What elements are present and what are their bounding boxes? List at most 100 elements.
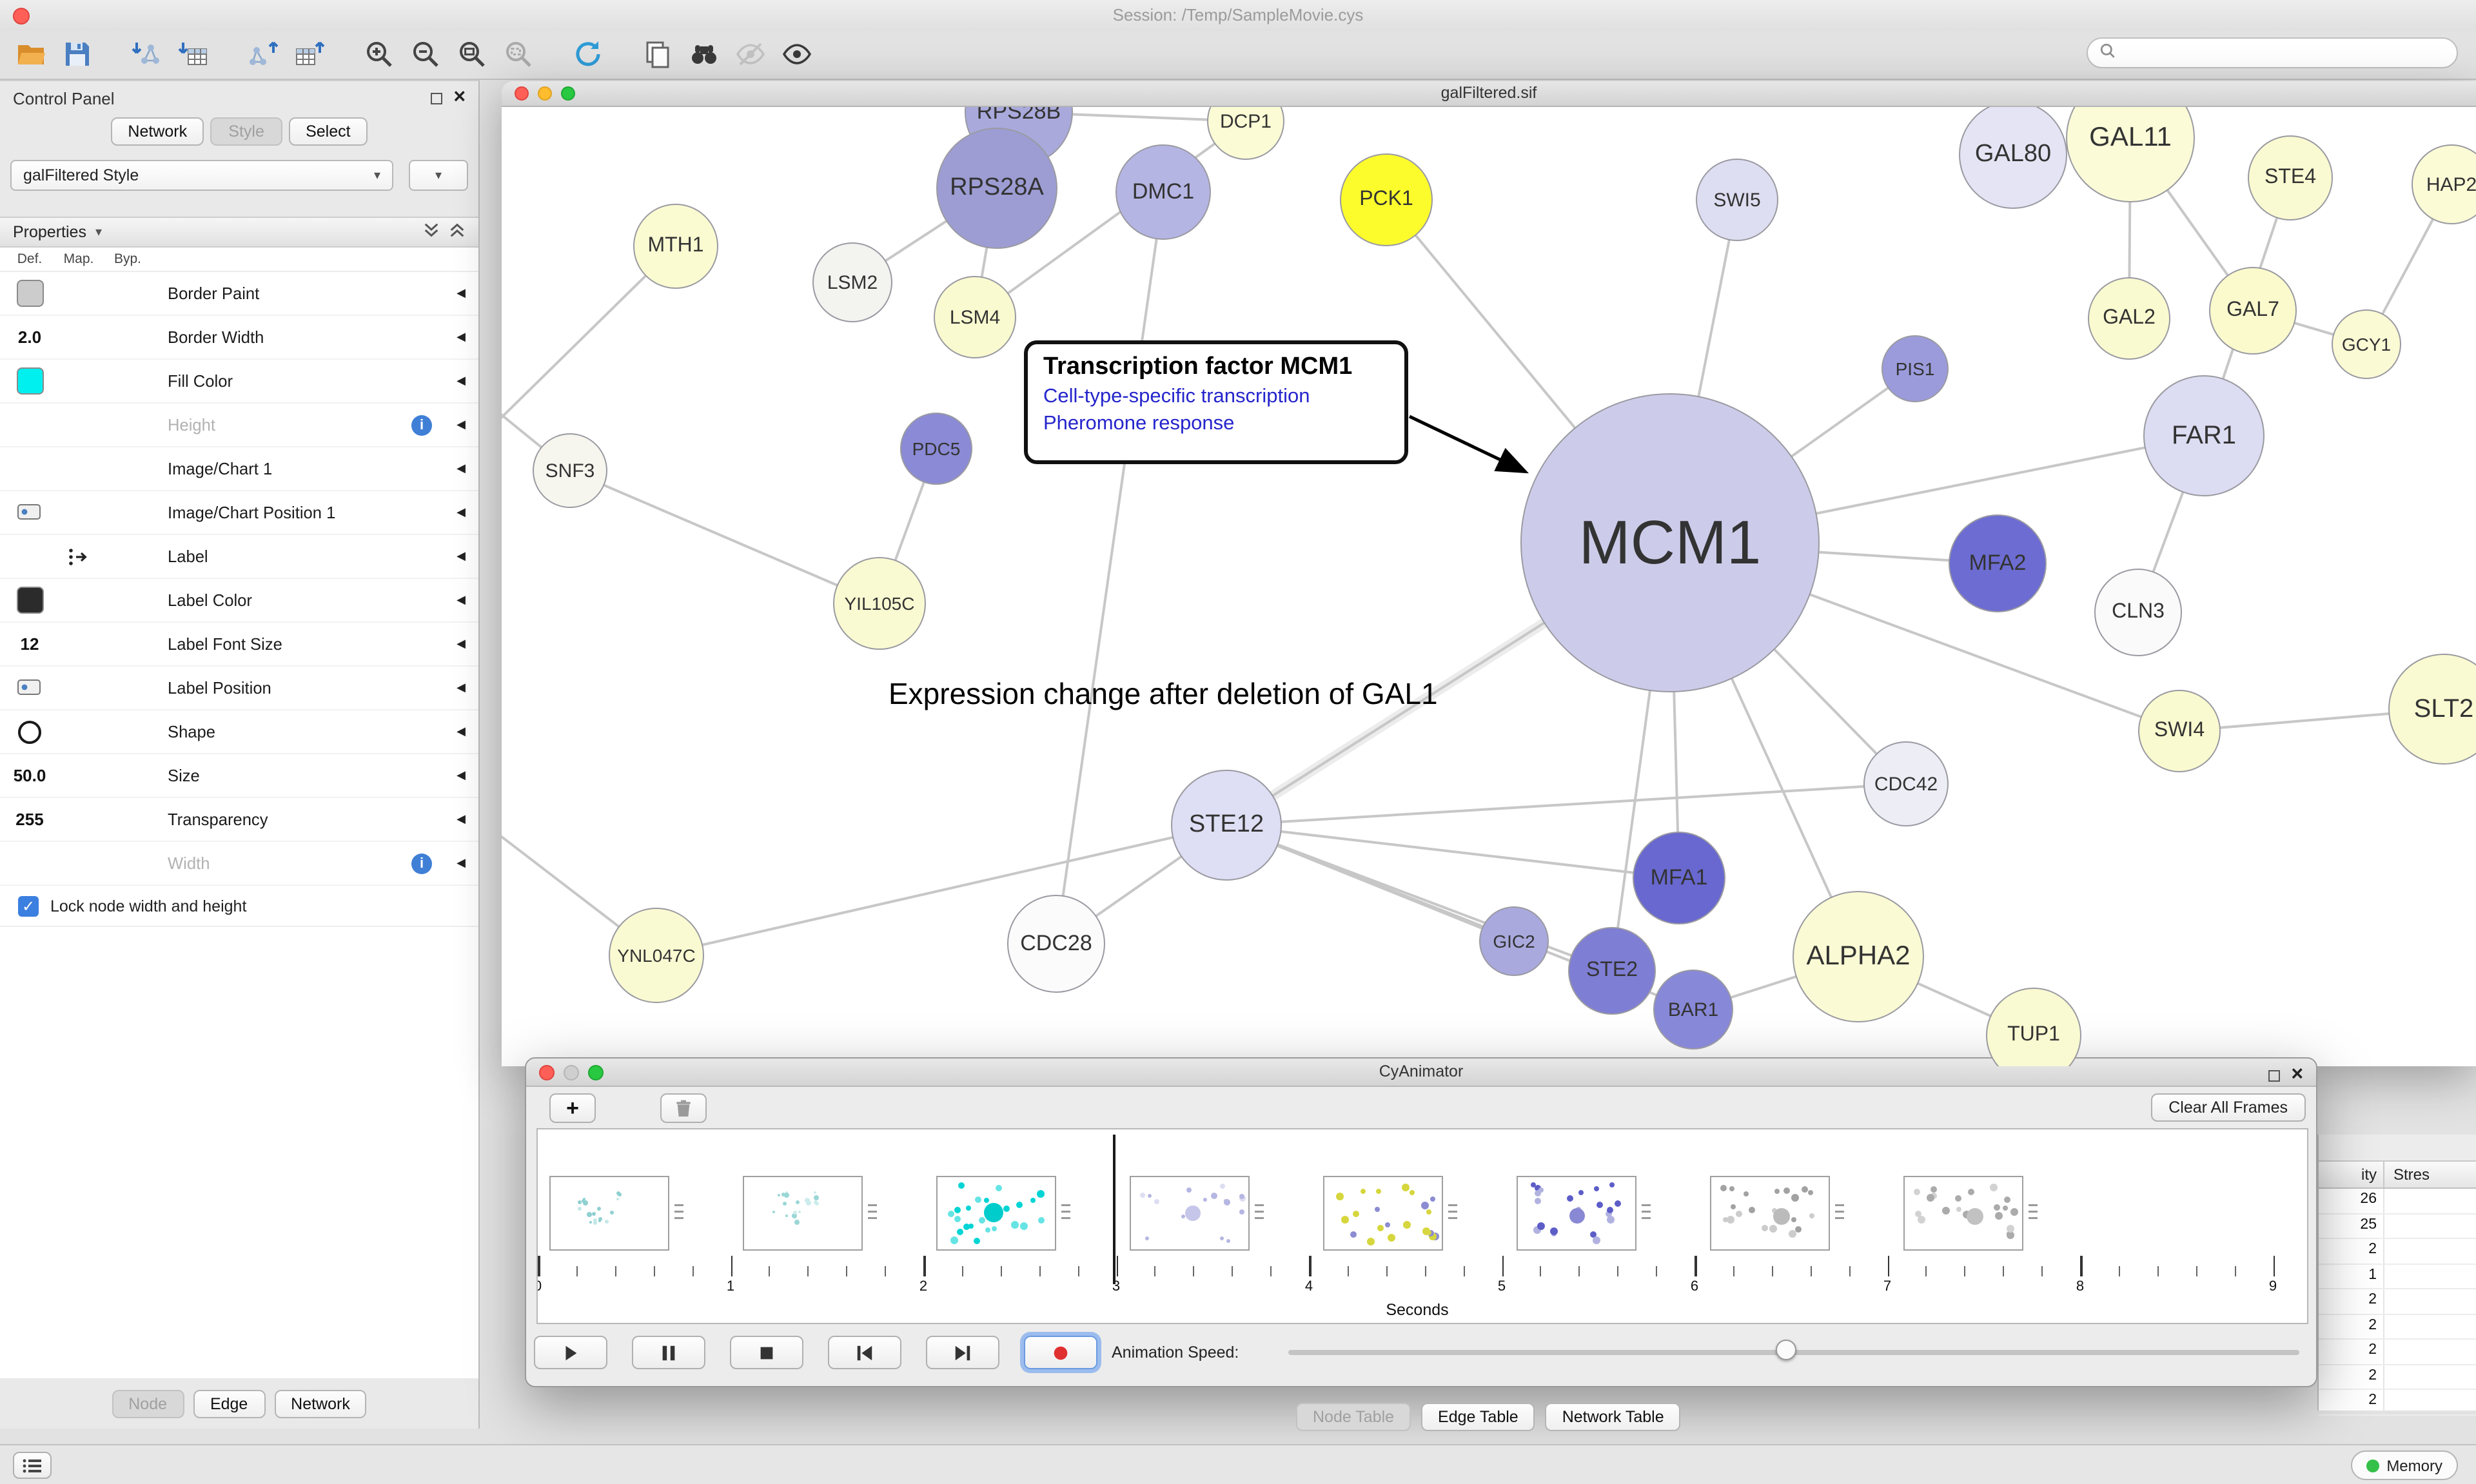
- network-node[interactable]: MFA1: [1633, 832, 1725, 924]
- default-value-cell[interactable]: [5, 405, 54, 444]
- network-node[interactable]: DMC1: [1115, 144, 1211, 240]
- mapping-cell[interactable]: [54, 362, 103, 400]
- network-node[interactable]: CDC42: [1863, 741, 1949, 826]
- network-node[interactable]: CDC28: [1007, 895, 1105, 993]
- network-node[interactable]: STE12: [1171, 770, 1282, 881]
- hide-details-icon[interactable]: [732, 36, 769, 72]
- tab-style[interactable]: Style: [210, 117, 283, 146]
- tab-network[interactable]: Network: [111, 117, 204, 146]
- mapping-cell[interactable]: [54, 712, 103, 751]
- frame-thumbnail[interactable]: [743, 1176, 863, 1251]
- frame-grip-handle[interactable]: [2029, 1204, 2038, 1221]
- network-node[interactable]: STE4: [2248, 135, 2333, 220]
- tab-select[interactable]: Select: [289, 117, 368, 146]
- frame-thumbnail[interactable]: [1130, 1176, 1250, 1251]
- copy-icon[interactable]: [640, 36, 676, 72]
- playhead[interactable]: [1113, 1135, 1115, 1284]
- bypass-cell[interactable]: [103, 581, 152, 620]
- mapping-cell[interactable]: [54, 581, 103, 620]
- position-icon[interactable]: [5, 493, 54, 532]
- network-node[interactable]: LSM4: [934, 276, 1016, 358]
- network-node[interactable]: SNF3: [533, 433, 607, 508]
- network-node[interactable]: BAR1: [1653, 970, 1733, 1050]
- bypass-cell[interactable]: [103, 669, 152, 707]
- mapping-cell[interactable]: [54, 800, 103, 839]
- bypass-cell[interactable]: [103, 274, 152, 313]
- network-node[interactable]: HAP2: [2412, 144, 2476, 224]
- pause-button[interactable]: [632, 1336, 705, 1369]
- default-value-cell[interactable]: 2.0: [5, 318, 54, 356]
- expand-arrow-icon[interactable]: ◀: [457, 856, 466, 869]
- network-node[interactable]: MTH1: [633, 204, 718, 289]
- expand-arrow-icon[interactable]: ◀: [457, 725, 466, 737]
- network-node[interactable]: YNL047C: [609, 908, 704, 1003]
- tab-network-table[interactable]: Network Table: [1545, 1403, 1681, 1431]
- frame-thumbnail[interactable]: [1903, 1176, 2023, 1251]
- network-node[interactable]: GAL2: [2088, 277, 2170, 360]
- play-button[interactable]: [534, 1336, 607, 1369]
- import-table-icon[interactable]: [175, 36, 211, 72]
- show-details-icon[interactable]: [779, 36, 815, 72]
- network-node[interactable]: GAL7: [2209, 267, 2297, 355]
- frame-grip-handle[interactable]: [1255, 1204, 1264, 1221]
- frame-thumbnail[interactable]: [1323, 1176, 1443, 1251]
- default-value-cell[interactable]: [5, 581, 54, 620]
- frame-grip-handle[interactable]: [1642, 1204, 1651, 1221]
- canvas-caption[interactable]: Expression change after deletion of GAL1: [889, 677, 1438, 710]
- frame-thumbnail[interactable]: [936, 1176, 1056, 1251]
- annotation-link[interactable]: Pheromone response: [1043, 413, 1235, 434]
- expand-arrow-icon[interactable]: ◀: [457, 812, 466, 825]
- search-box[interactable]: [2087, 37, 2458, 68]
- bypass-cell[interactable]: [103, 449, 152, 488]
- annotation-link[interactable]: Cell-type-specific transcription: [1043, 386, 1310, 407]
- next-frame-button[interactable]: [926, 1336, 999, 1369]
- network-node[interactable]: TUP1: [1986, 988, 2081, 1066]
- bypass-cell[interactable]: [103, 756, 152, 795]
- annotation-box[interactable]: Transcription factor MCM1 Cell-type-spec…: [1024, 340, 1408, 464]
- delete-frame-button[interactable]: [660, 1093, 707, 1123]
- default-value-cell[interactable]: [5, 537, 54, 576]
- expand-arrow-icon[interactable]: ◀: [457, 593, 466, 606]
- expand-arrow-icon[interactable]: ◀: [457, 681, 466, 694]
- default-value-cell[interactable]: 50.0: [5, 756, 54, 795]
- previous-frame-button[interactable]: [828, 1336, 901, 1369]
- export-table-icon[interactable]: [291, 36, 328, 72]
- default-value-cell[interactable]: [5, 274, 54, 313]
- record-button[interactable]: [1024, 1336, 1097, 1369]
- network-node[interactable]: PDC5: [900, 413, 972, 485]
- animation-speed-slider[interactable]: [1288, 1332, 2299, 1373]
- bypass-cell[interactable]: [103, 493, 152, 532]
- mapping-cell[interactable]: [54, 449, 103, 488]
- frame-thumbnail[interactable]: [1710, 1176, 1830, 1251]
- expand-arrow-icon[interactable]: ◀: [457, 637, 466, 650]
- style-options-button[interactable]: ▾: [409, 160, 468, 191]
- timeline-panel[interactable]: 0123456789 Seconds: [536, 1128, 2308, 1324]
- position-icon[interactable]: [5, 669, 54, 707]
- bypass-cell[interactable]: [103, 800, 152, 839]
- bypass-cell[interactable]: [103, 405, 152, 444]
- mapping-cell[interactable]: [54, 844, 103, 883]
- refresh-layout-icon[interactable]: [570, 36, 606, 72]
- style-tab-node[interactable]: Node: [112, 1390, 184, 1418]
- minimize-icon[interactable]: [538, 86, 552, 101]
- close-icon[interactable]: [515, 86, 529, 101]
- network-node[interactable]: SLT2: [2388, 654, 2476, 765]
- maximize-icon[interactable]: [588, 1065, 604, 1080]
- zoom-fit-icon[interactable]: [454, 36, 490, 72]
- style-tab-edge[interactable]: Edge: [193, 1390, 266, 1418]
- mapping-cell[interactable]: [54, 405, 103, 444]
- network-node[interactable]: CLN3: [2094, 569, 2182, 656]
- bypass-cell[interactable]: [103, 712, 152, 751]
- expand-all-icon[interactable]: [423, 222, 440, 242]
- network-node[interactable]: MCM1: [1520, 393, 1820, 692]
- network-node[interactable]: ALPHA2: [1793, 891, 1924, 1022]
- open-session-icon[interactable]: [13, 36, 49, 72]
- default-value-cell[interactable]: [5, 449, 54, 488]
- memory-button[interactable]: Memory: [2350, 1450, 2458, 1480]
- slider-handle[interactable]: [1776, 1340, 1796, 1360]
- close-window-button[interactable]: [13, 8, 30, 24]
- network-node[interactable]: SWI5: [1696, 159, 1778, 241]
- expand-arrow-icon[interactable]: ◀: [457, 330, 466, 343]
- float-panel-icon[interactable]: [2268, 1069, 2280, 1081]
- network-node[interactable]: GAL80: [1959, 107, 2067, 209]
